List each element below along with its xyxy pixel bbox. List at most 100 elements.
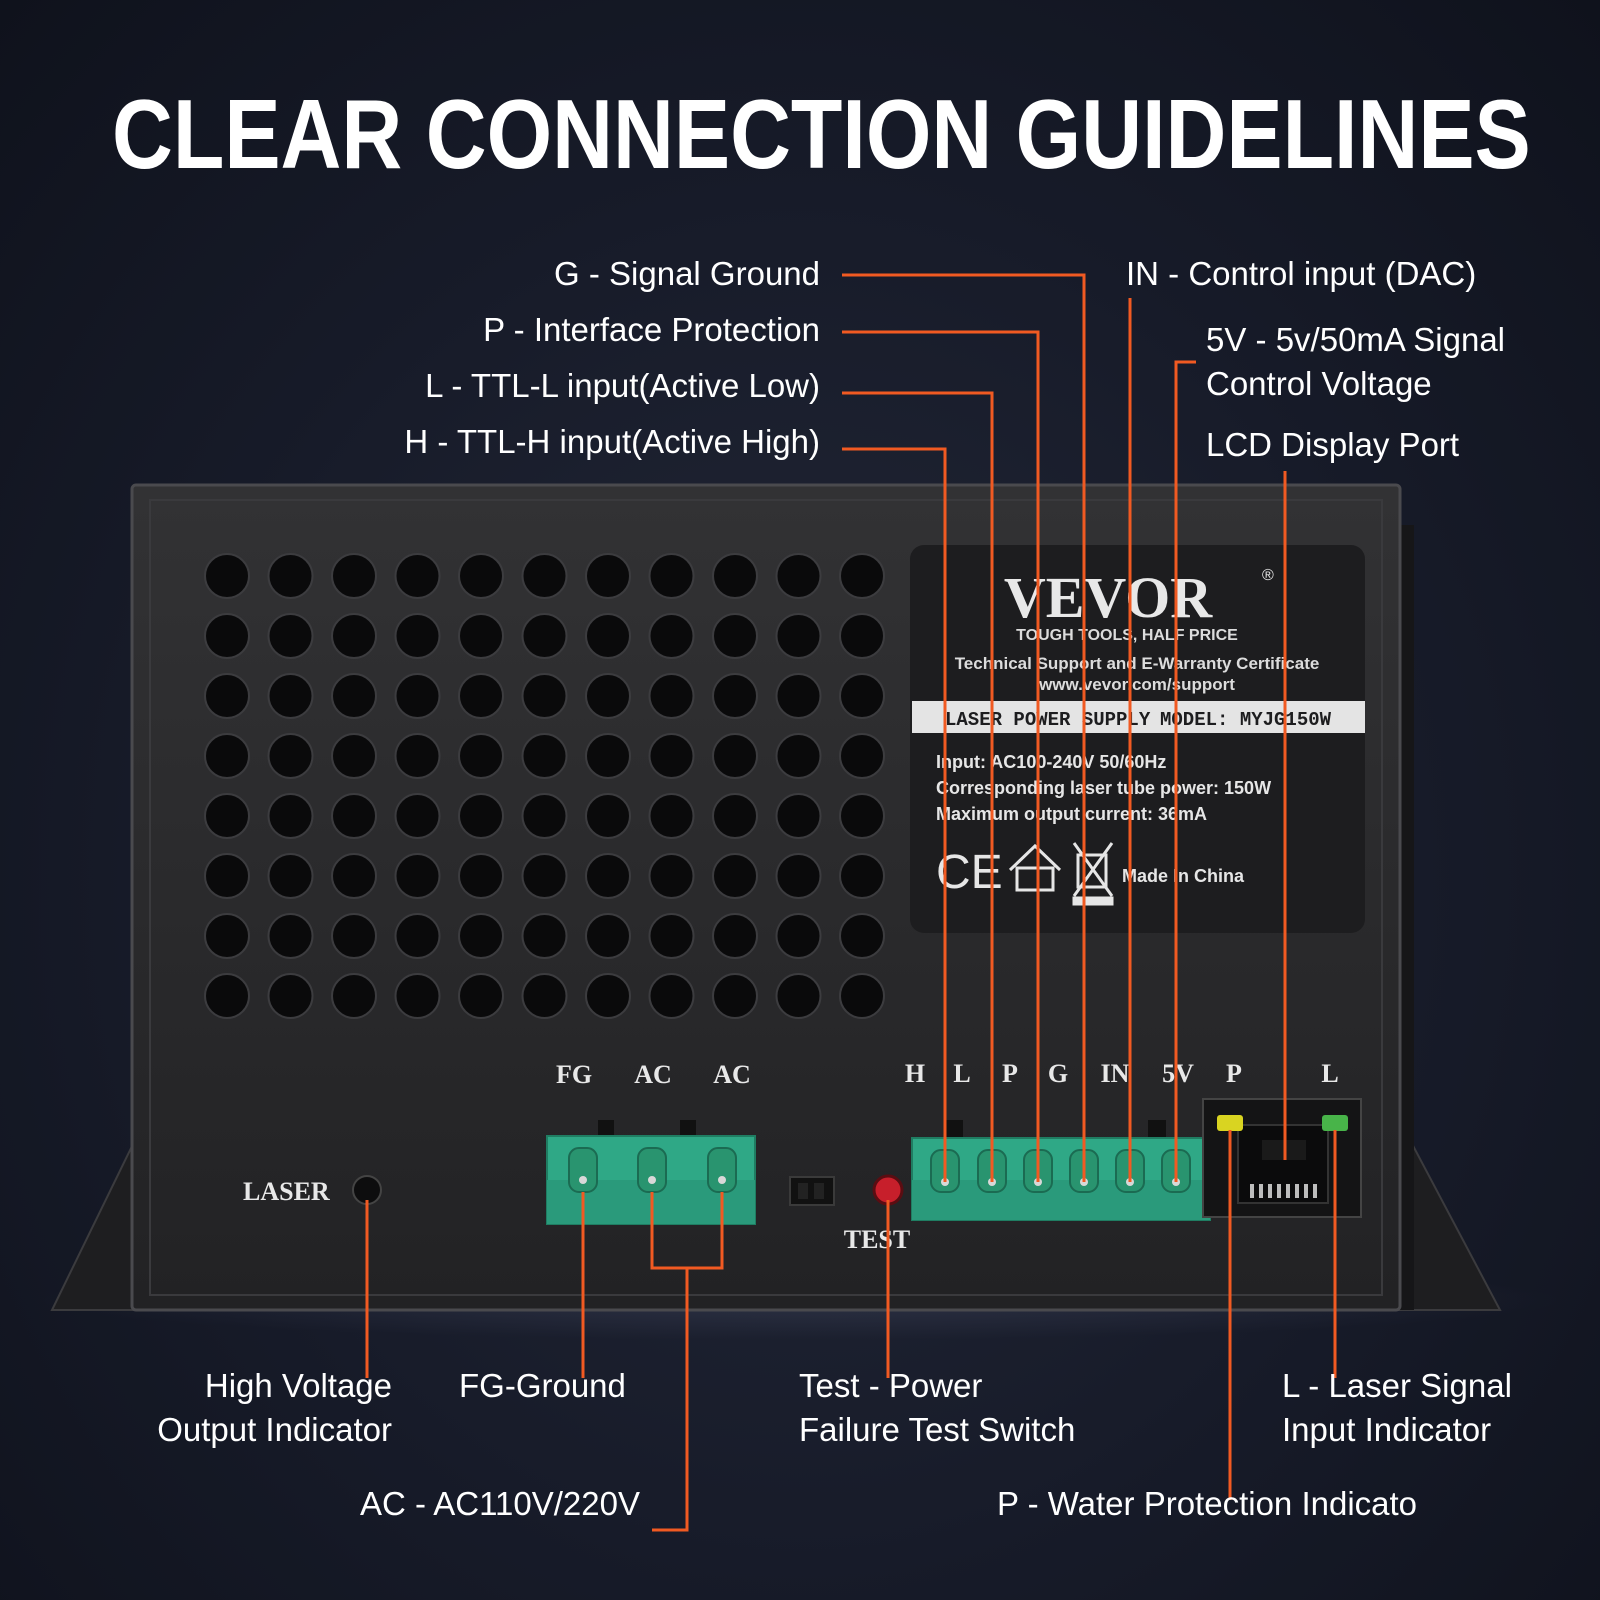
vent-hole	[712, 973, 758, 1019]
vent-hole	[267, 553, 314, 599]
vent-hole	[204, 733, 250, 779]
vent-hole	[458, 613, 504, 659]
model-number: MODEL: MYJG150W	[1160, 709, 1332, 731]
signal-terminal-label-p: P	[1002, 1059, 1018, 1088]
vent-hole	[585, 853, 631, 899]
vent-hole	[839, 913, 885, 959]
vent-hole	[775, 913, 822, 959]
vent-hole	[648, 553, 695, 599]
leader-line	[842, 330, 1040, 1182]
vent-hole	[331, 673, 377, 719]
leader-line	[1174, 360, 1196, 1182]
laser-label: LASER	[243, 1177, 330, 1206]
rj45-pin	[1304, 1184, 1308, 1198]
vent-hole	[267, 613, 314, 659]
vent-hole	[839, 853, 885, 899]
spec-input: Input: AC100-240V 50/60Hz	[936, 752, 1166, 772]
vent-hole	[267, 733, 314, 779]
vent-hole	[394, 613, 441, 659]
vent-hole	[204, 973, 250, 1019]
vent-hole	[648, 793, 695, 839]
vent-hole	[331, 913, 377, 959]
vent-hole	[839, 553, 885, 599]
vent-hole	[712, 853, 758, 899]
terminal-label-ac-1: AC	[634, 1060, 672, 1089]
vent-hole	[648, 973, 695, 1019]
rj45-pin	[1277, 1184, 1281, 1198]
ventilation-grid	[204, 553, 885, 1019]
jumper-connector	[789, 1176, 835, 1206]
brand-tagline: TOUGH TOOLS, HALF PRICE	[1016, 627, 1238, 644]
callout-test-line-2: Failure Test Switch	[799, 1411, 1076, 1448]
port-label-p: P	[1226, 1059, 1242, 1088]
signal-terminal-label-5v: 5V	[1162, 1059, 1194, 1088]
model-band	[912, 701, 1365, 733]
vent-hole	[331, 973, 377, 1019]
vent-hole	[204, 553, 250, 599]
callout-5v-line-1: 5V - 5v/50mA Signal	[1206, 321, 1505, 358]
callout-water-protection: P - Water Protection Indicato	[997, 1485, 1418, 1522]
vent-hole	[521, 613, 568, 659]
vent-hole	[267, 973, 314, 1019]
vent-hole	[585, 553, 631, 599]
label-plate	[910, 545, 1365, 933]
vent-hole	[775, 973, 822, 1019]
vent-hole	[775, 613, 822, 659]
vent-hole	[839, 733, 885, 779]
signal-terminal-label-in: IN	[1101, 1059, 1130, 1088]
vent-hole	[839, 613, 885, 659]
callout-ac: AC - AC110V/220V	[359, 1485, 640, 1522]
leader-line	[842, 391, 994, 1182]
rj45-pin	[1313, 1184, 1317, 1198]
made-in-china: Made In China	[1122, 866, 1245, 886]
vent-hole	[648, 913, 695, 959]
callout-signal-ground: G - Signal Ground	[554, 255, 820, 292]
vent-hole	[839, 973, 885, 1019]
spec-max-current: Maximum output current: 36mA	[936, 804, 1207, 824]
vent-hole	[712, 673, 758, 719]
vent-hole	[775, 673, 822, 719]
leader-line	[842, 273, 1086, 1182]
vent-hole	[458, 793, 504, 839]
rj45-pin	[1268, 1184, 1272, 1198]
vent-hole	[521, 733, 568, 779]
vent-hole	[331, 613, 377, 659]
vent-hole	[775, 733, 822, 779]
vent-hole	[585, 733, 631, 779]
weee-bin-icon	[1072, 842, 1114, 906]
callout-hv-line-1: High Voltage	[204, 1367, 392, 1404]
vent-hole	[712, 553, 758, 599]
terminal-screw	[707, 1147, 737, 1193]
vent-hole	[712, 733, 758, 779]
product-name: LASER POWER SUPPLY	[945, 709, 1151, 731]
vent-hole	[394, 793, 441, 839]
vent-hole	[775, 553, 822, 599]
rj45-pin	[1259, 1184, 1263, 1198]
vent-hole	[458, 673, 504, 719]
vent-hole	[204, 853, 250, 899]
vent-hole	[267, 853, 314, 899]
vent-hole	[585, 973, 631, 1019]
terminal-label-fg: FG	[556, 1060, 592, 1089]
callout-test-line-1: Test - Power	[799, 1367, 983, 1404]
callout-ttl-h: H - TTL-H input(Active High)	[404, 423, 820, 460]
vent-hole	[394, 853, 441, 899]
callout-control-input: IN - Control input (DAC)	[1126, 255, 1477, 292]
vent-hole	[839, 793, 885, 839]
vent-hole	[521, 973, 568, 1019]
vent-hole	[521, 913, 568, 959]
vent-hole	[521, 673, 568, 719]
vent-hole	[394, 973, 441, 1019]
callout-fg-ground: FG-Ground	[459, 1367, 626, 1404]
rj45-pin	[1295, 1184, 1299, 1198]
signal-terminal-label-g: G	[1048, 1059, 1068, 1088]
vent-hole	[267, 913, 314, 959]
terminal-screw	[568, 1147, 598, 1193]
signal-terminal-label-l: L	[953, 1059, 970, 1088]
vent-hole	[521, 853, 568, 899]
callout-5v-line-2: Control Voltage	[1206, 365, 1432, 402]
callout-laser-line-1: L - Laser Signal	[1282, 1367, 1512, 1404]
vent-hole	[394, 673, 441, 719]
vent-hole	[775, 853, 822, 899]
